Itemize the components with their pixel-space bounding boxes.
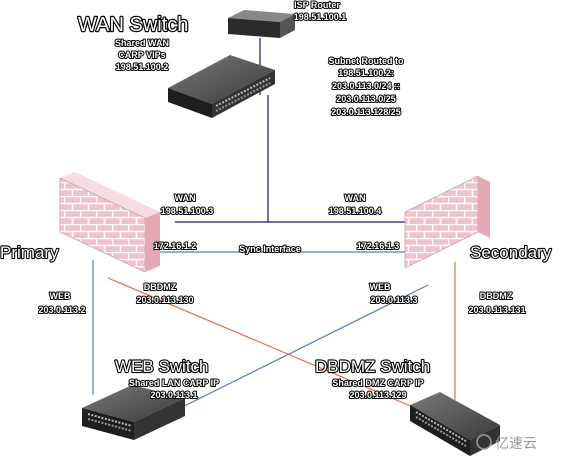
secondary-wan-label: WAN [345, 193, 366, 203]
isp-router-icon [228, 10, 295, 38]
dbdmz-switch-caption-1: Shared DMZ CARP IP [332, 378, 423, 388]
routed-subnets-line-2: 198.51.100.2: [338, 68, 394, 78]
routed-subnets-line-5: 203.0.113.128/25 [331, 107, 401, 117]
primary-dbdmz-ip: 203.0.113.130 [136, 295, 193, 305]
web-switch-caption-1: Shared LAN CARP IP [129, 378, 219, 388]
secondary-web-ip: 203.0.113.3 [370, 295, 417, 305]
primary-web-label: WEB [50, 291, 71, 301]
secondary-web-label: WEB [370, 282, 391, 292]
routed-subnets-line-4: 203.0.113.0/25 [336, 94, 396, 104]
watermark-logo-icon [476, 434, 492, 450]
web-switch-caption-2: 203.0.113.1 [150, 390, 197, 400]
primary-wan-label: WAN [175, 193, 196, 203]
primary-dbdmz-label: DBDMZ [144, 282, 177, 292]
wan-switch-title: WAN Switch [78, 14, 188, 36]
wan-switch-icon [168, 55, 275, 118]
secondary-web-link [139, 284, 429, 429]
primary-web-ip: 203.0.113.2 [38, 305, 85, 315]
routed-subnets-line-1: Subnet Routed to [329, 56, 404, 66]
isp-router-label: ISP Router [294, 0, 340, 10]
secondary-dbdmz-label: DBDMZ [480, 291, 513, 301]
isp-router-ip: 198.51.100.1 [294, 12, 347, 22]
secondary-firewall-icon [404, 175, 490, 269]
routed-subnets-line-3: 203.0.113.0/24 :: [332, 81, 400, 91]
connection-lines [92, 38, 456, 429]
watermark: 亿速云 [476, 434, 537, 452]
web-switch-icon [82, 385, 185, 440]
primary-sync-ip: 172.16.1.2 [154, 241, 197, 251]
secondary-wan-ip: 198.51.100.4 [329, 206, 382, 216]
web-switch-title: WEB Switch [115, 357, 209, 376]
primary-firewall-icon [59, 172, 160, 273]
primary-dbdmz-link [107, 277, 421, 411]
secondary-dbdmz-ip: 203.0.113.131 [468, 305, 525, 315]
primary-wan-ip: 198.51.100.3 [161, 206, 214, 216]
wan-switch-caption-3: 198.51.100.2 [116, 62, 169, 72]
secondary-title: Secondary [470, 243, 552, 262]
wan-switch-caption-1: Shared WAN [115, 38, 169, 48]
wan-switch-caption-2: CARP VIPs [118, 50, 165, 60]
watermark-text: 亿速云 [495, 436, 537, 452]
secondary-sync-ip: 172.16.1.3 [357, 241, 400, 251]
dbdmz-switch-caption-2: 203.0.113.129 [349, 390, 406, 400]
primary-title: Primary [0, 243, 59, 262]
dbdmz-switch-title: DBDMZ Switch [315, 357, 430, 376]
sync-interface-label: Sync Interface [239, 244, 301, 254]
dbdmz-switch-icon [410, 392, 500, 456]
